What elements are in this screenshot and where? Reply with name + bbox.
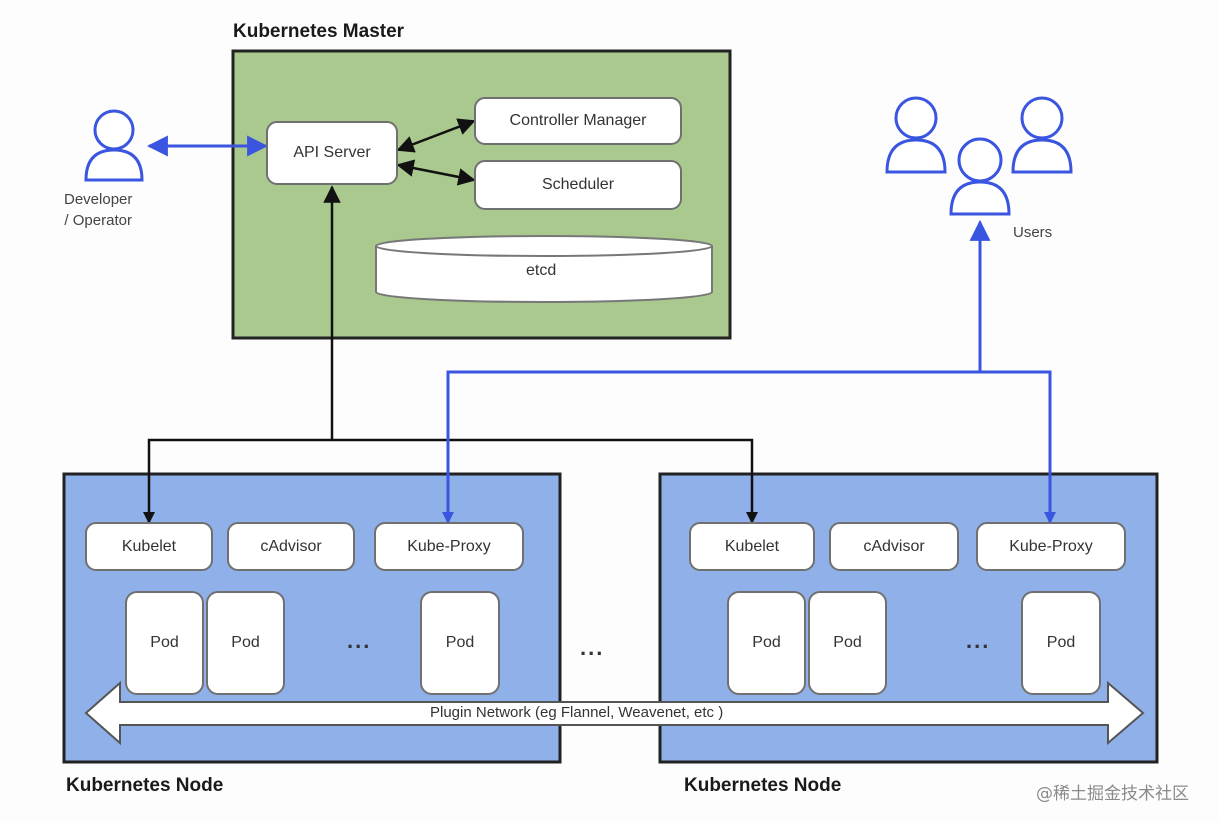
watermark-text: @稀土掘金技术社区 <box>1036 784 1189 804</box>
node-1-pod-3: Pod <box>420 591 500 695</box>
plugin-network-label: Plugin Network (eg Flannel, Weavenet, et… <box>430 704 724 721</box>
api-scheduler-arrow <box>396 159 476 186</box>
node-2-pod-2: Pod <box>808 591 887 695</box>
node-2-kube-proxy-box: Kube-Proxy <box>976 522 1126 571</box>
node-2-pod-ellipsis: ... <box>966 628 991 653</box>
etcd-cylinder <box>375 235 713 303</box>
users-label: Users <box>1013 224 1053 241</box>
users-group-icon <box>885 96 1073 216</box>
node-1-pod-ellipsis: ... <box>347 628 372 653</box>
developer-label-line2: / Operator <box>64 212 132 229</box>
node-2-pod-1: Pod <box>727 591 806 695</box>
node-1-pod-2: Pod <box>206 591 285 695</box>
node-2-cadvisor-box: cAdvisor <box>829 522 959 571</box>
scheduler-box: Scheduler <box>474 160 682 210</box>
api-controller-arrow <box>396 118 476 153</box>
node-1-kubelet-box: Kubelet <box>85 522 213 571</box>
node-1-pod-1: Pod <box>125 591 204 695</box>
api-server-box: API Server <box>266 121 398 185</box>
node-2-kubelet-box: Kubelet <box>689 522 815 571</box>
etcd-label: etcd <box>526 262 557 279</box>
developer-person-icon <box>84 109 144 182</box>
node-2-title: Kubernetes Node <box>684 775 842 796</box>
developer-label-line1: Developer <box>64 191 133 208</box>
node-1-kube-proxy-box: Kube-Proxy <box>374 522 524 571</box>
proxy-to-users-lines <box>446 219 1052 522</box>
between-nodes-ellipsis: ... <box>580 635 605 660</box>
node-1-cadvisor-box: cAdvisor <box>227 522 355 571</box>
controller-manager-box: Controller Manager <box>474 97 682 145</box>
master-title: Kubernetes Master <box>233 21 405 42</box>
kubelet-to-api-lines <box>147 185 754 522</box>
developer-label: Developer / Operator <box>64 189 132 231</box>
node-2-pod-3: Pod <box>1021 591 1101 695</box>
plugin-network-arrow <box>84 680 1145 746</box>
node-1-title: Kubernetes Node <box>66 775 224 796</box>
